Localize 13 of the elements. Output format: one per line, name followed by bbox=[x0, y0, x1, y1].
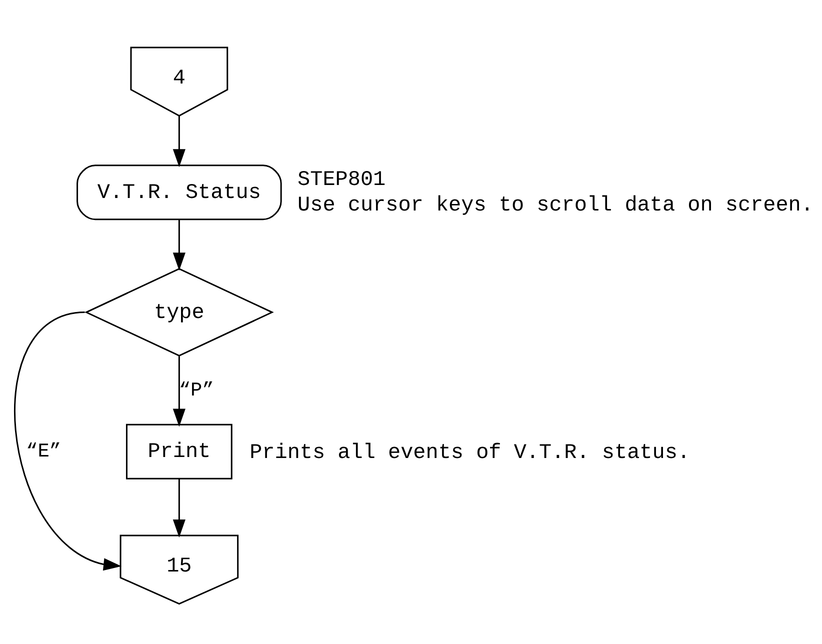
edge-label: “P” bbox=[178, 379, 214, 402]
node-label: Prints all events of V.T.R. status. bbox=[250, 442, 690, 465]
node-label: STEP801 bbox=[298, 169, 386, 192]
node-box: V.T.R. Status bbox=[76, 164, 282, 220]
arrow bbox=[172, 478, 186, 538]
arrow bbox=[172, 116, 186, 168]
node-diamond: type bbox=[84, 268, 274, 357]
arrow bbox=[172, 356, 186, 427]
edge-label: “E” bbox=[26, 440, 62, 463]
node-box: Print bbox=[126, 424, 232, 480]
node-label: Use cursor keys to scroll data on screen. bbox=[298, 194, 814, 218]
arrow bbox=[14, 312, 122, 571]
arrow bbox=[172, 220, 186, 271]
